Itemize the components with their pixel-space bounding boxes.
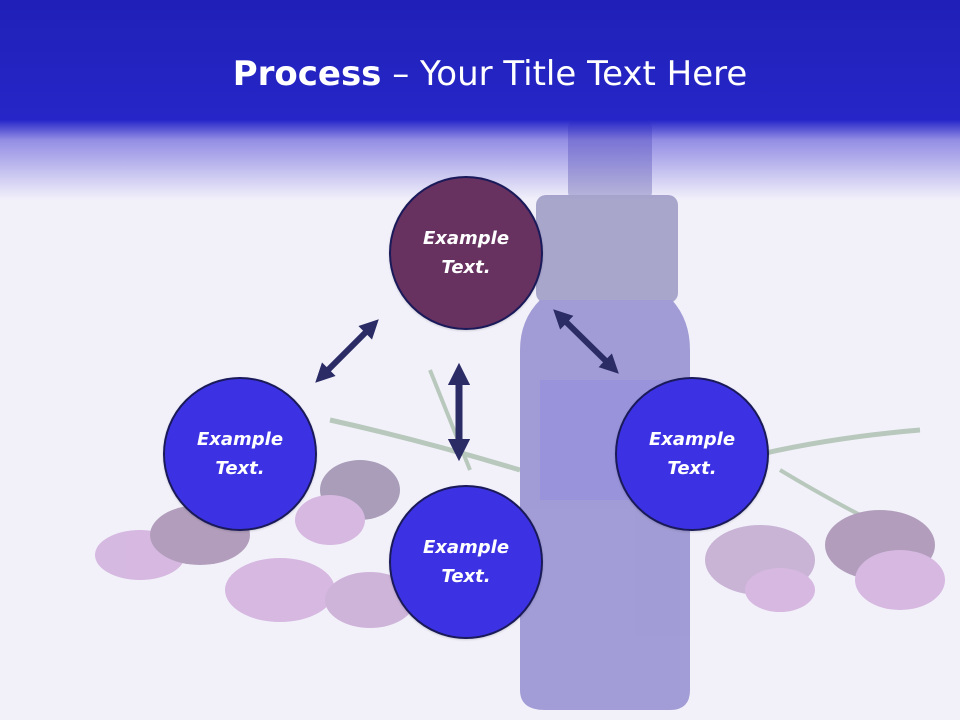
header-band — [0, 0, 960, 200]
node-bottom-line1: Example — [422, 537, 510, 558]
node-right-line2: Text. — [667, 458, 717, 479]
arrow-top-left — [315, 319, 379, 383]
node-top-line1: Example — [422, 228, 510, 249]
title-bold: Process — [232, 54, 382, 94]
node-left-line1: Example — [196, 429, 284, 450]
node-top-line2: Text. — [441, 257, 491, 278]
title-rest: – Your Title Text Here — [381, 54, 748, 94]
node-left-line2: Text. — [215, 458, 265, 479]
node-bottom-line2: Text. — [441, 566, 491, 587]
slide-title: Process – Your Title Text Here — [0, 52, 960, 96]
process-node-right[interactable]: Example Text. — [615, 377, 769, 531]
arrow-top-right — [553, 309, 619, 374]
node-right-line1: Example — [648, 429, 736, 450]
process-node-top[interactable]: Example Text. — [389, 176, 543, 330]
process-node-bottom[interactable]: Example Text. — [389, 485, 543, 639]
process-node-left[interactable]: Example Text. — [163, 377, 317, 531]
